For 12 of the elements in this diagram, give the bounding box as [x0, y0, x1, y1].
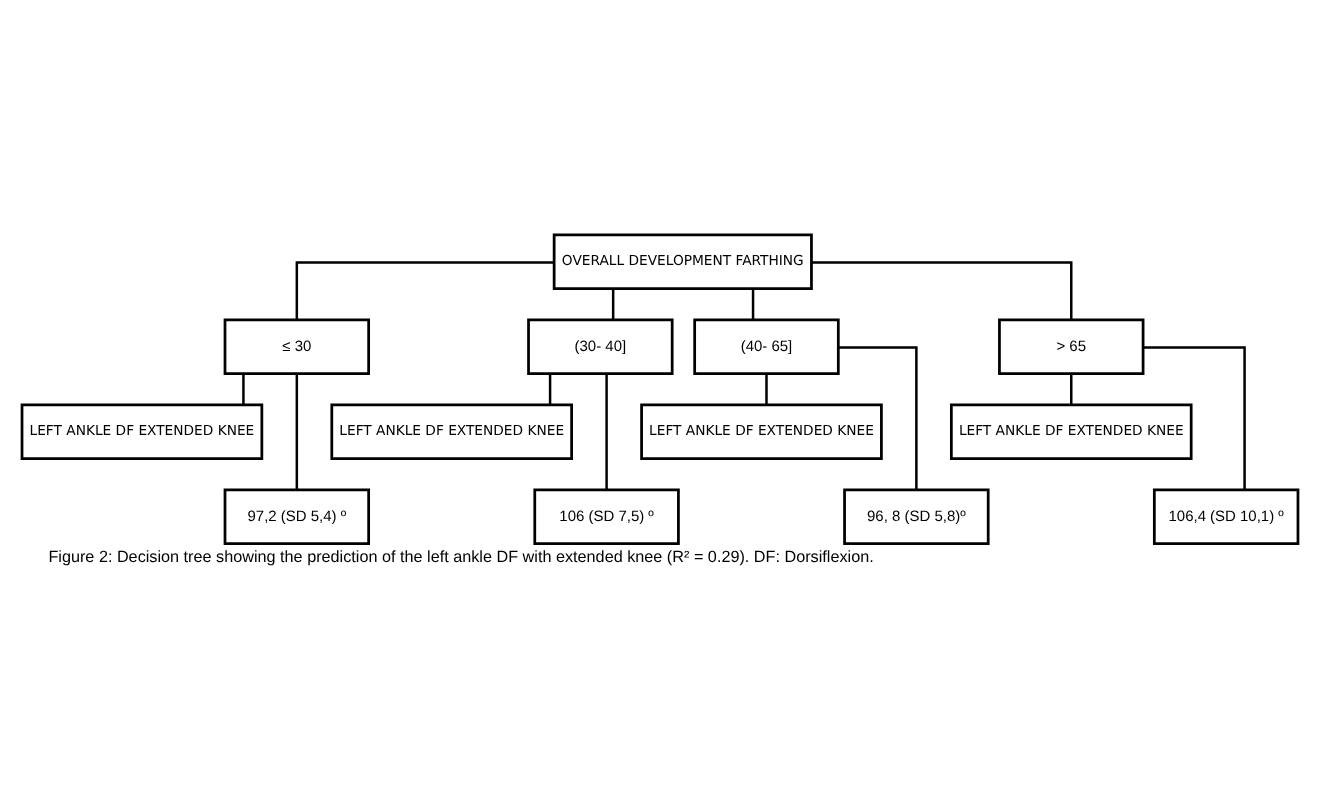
connector	[242, 373, 245, 405]
connector	[765, 373, 768, 405]
connector	[295, 373, 299, 490]
connector	[611, 288, 615, 320]
connector	[838, 346, 918, 490]
connector	[751, 288, 755, 320]
connector	[605, 373, 608, 490]
connector	[548, 373, 552, 405]
connector	[1143, 346, 1246, 490]
connector	[1070, 373, 1073, 405]
connector	[295, 261, 554, 320]
connector	[811, 261, 1073, 320]
